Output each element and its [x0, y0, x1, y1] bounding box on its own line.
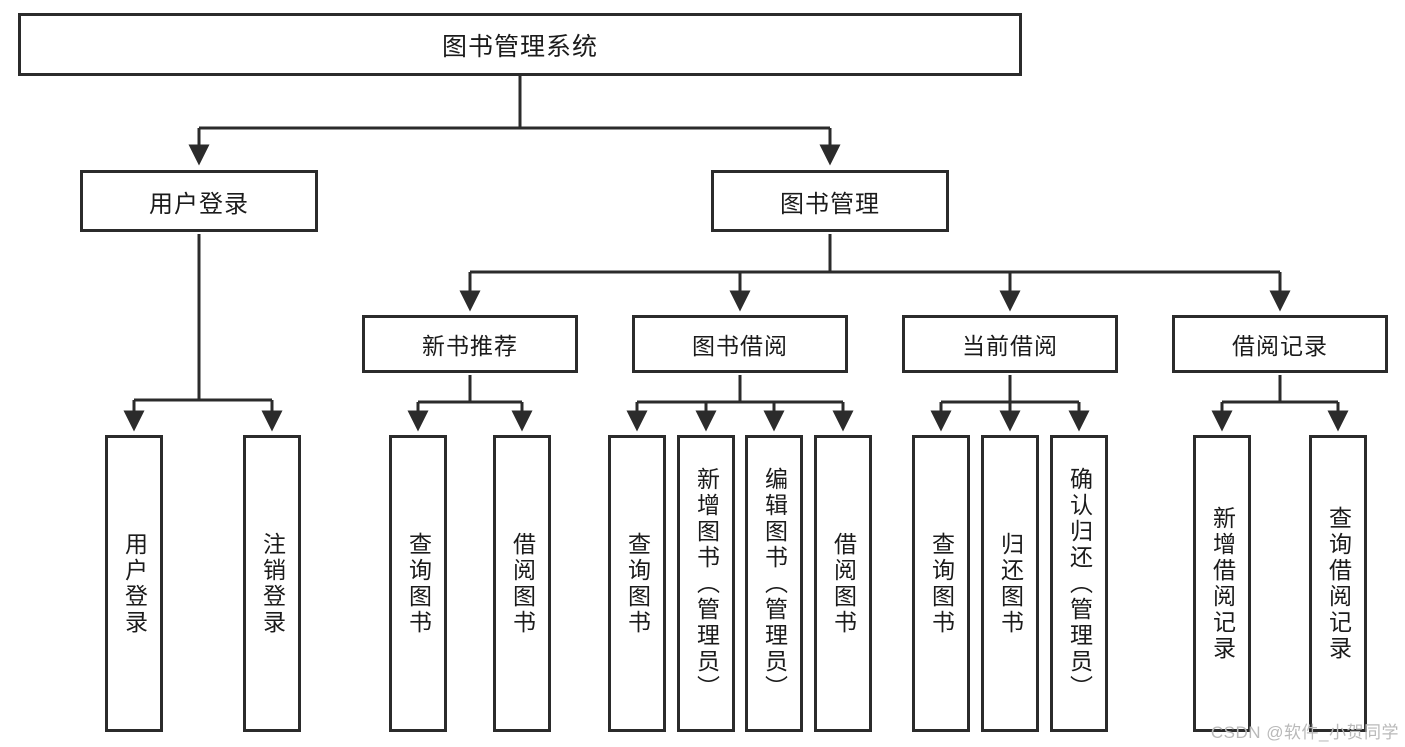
watermark: CSDN @软件_小贺同学: [1210, 723, 1399, 742]
leaf-label: 查询图书: [405, 531, 432, 636]
leaf-user-login-user-login[interactable]: 用户登录: [105, 435, 163, 732]
leaf-label: 用户登录: [121, 531, 148, 636]
node-root-label: 图书管理系统: [441, 32, 598, 61]
leaf-label: 编辑图书（管理员）: [761, 466, 788, 701]
leaf-book-borrow-query-book[interactable]: 查询图书: [608, 435, 666, 732]
node-borrow-records-label: 借阅记录: [1232, 333, 1328, 359]
leaf-label: 借阅图书: [830, 531, 857, 636]
leaf-label: 查询借阅记录: [1325, 505, 1352, 662]
leaf-current-borrow-return-book[interactable]: 归还图书: [981, 435, 1039, 732]
leaf-label: 归还图书: [997, 531, 1024, 636]
node-new-book-recommend[interactable]: 新书推荐: [362, 315, 578, 373]
leaf-label: 新增图书（管理员）: [693, 466, 720, 701]
leaf-new-book-query-book[interactable]: 查询图书: [389, 435, 447, 732]
leaf-borrow-records-add-record[interactable]: 新增借阅记录: [1193, 435, 1251, 732]
node-user-login-label: 用户登录: [149, 190, 249, 218]
leaf-book-borrow-add-book[interactable]: 新增图书（管理员）: [677, 435, 735, 732]
leaf-book-borrow-edit-book[interactable]: 编辑图书（管理员）: [745, 435, 803, 732]
node-book-borrow-label: 图书借阅: [692, 333, 788, 359]
leaf-label: 注销登录: [259, 531, 286, 636]
node-new-book-recommend-label: 新书推荐: [422, 333, 518, 359]
leaf-label: 新增借阅记录: [1209, 505, 1236, 662]
node-current-borrow-label: 当前借阅: [962, 333, 1058, 359]
leaf-book-borrow-borrow-book[interactable]: 借阅图书: [814, 435, 872, 732]
node-book-manage[interactable]: 图书管理: [711, 170, 949, 232]
leaf-user-login-logout[interactable]: 注销登录: [243, 435, 301, 732]
leaf-new-book-borrow-book[interactable]: 借阅图书: [493, 435, 551, 732]
leaf-label: 确认归还（管理员）: [1066, 466, 1093, 701]
node-borrow-records[interactable]: 借阅记录: [1172, 315, 1388, 373]
node-current-borrow[interactable]: 当前借阅: [902, 315, 1118, 373]
node-book-manage-label: 图书管理: [780, 190, 880, 218]
node-root[interactable]: 图书管理系统: [18, 13, 1022, 76]
leaf-label: 查询图书: [928, 531, 955, 636]
leaf-borrow-records-query-record[interactable]: 查询借阅记录: [1309, 435, 1367, 732]
leaf-label: 借阅图书: [509, 531, 536, 636]
leaf-current-borrow-query-book[interactable]: 查询图书: [912, 435, 970, 732]
node-book-borrow[interactable]: 图书借阅: [632, 315, 848, 373]
leaf-label: 查询图书: [624, 531, 651, 636]
node-user-login[interactable]: 用户登录: [80, 170, 318, 232]
leaf-current-borrow-confirm-return[interactable]: 确认归还（管理员）: [1050, 435, 1108, 732]
